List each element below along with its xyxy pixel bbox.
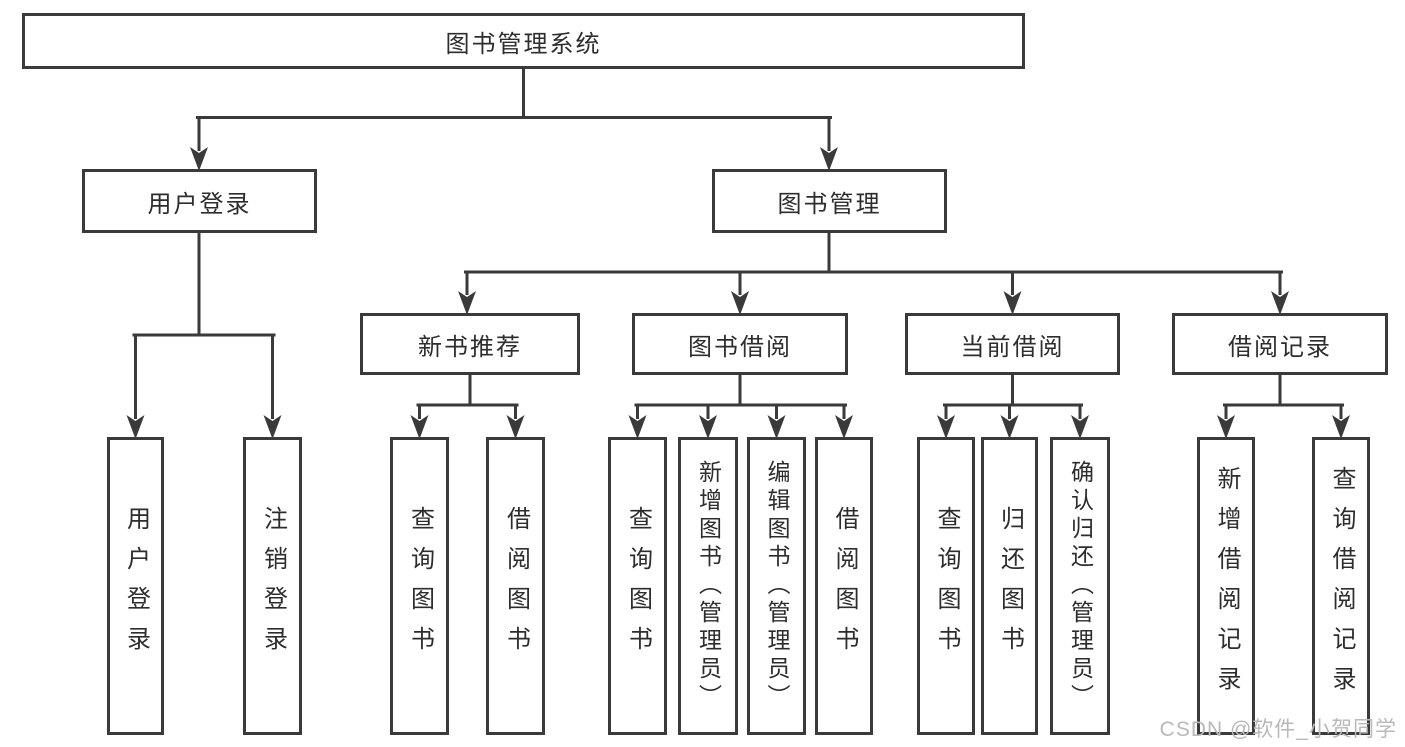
leaf-label: 新增图书（管理员）: [695, 460, 722, 712]
leaf-edit-books-admin: 编辑图书（管理员）: [747, 437, 806, 735]
leaf-label: 借阅图书: [502, 506, 530, 666]
node-user-login: 用户登录: [82, 169, 317, 233]
leaf-label: 编辑图书（管理员）: [764, 460, 790, 712]
node-book-management: 图书管理: [712, 169, 947, 233]
leaf-label: 归还图书: [996, 506, 1024, 666]
leaf-query-books-recommend: 查询图书: [390, 437, 449, 735]
leaf-label: 查询图书: [406, 506, 434, 666]
leaf-query-books-borrow: 查询图书: [608, 437, 667, 735]
leaf-confirm-return-admin: 确认归还（管理员）: [1050, 437, 1110, 735]
node-label: 图书管理系统: [445, 30, 602, 58]
node-label: 用户登录: [147, 190, 252, 218]
node-label: 当前借阅: [960, 333, 1065, 361]
leaf-label: 查询借阅记录: [1328, 466, 1355, 706]
leaf-add-borrow-record: 新增借阅记录: [1197, 437, 1255, 735]
leaf-add-books-admin: 新增图书（管理员）: [678, 437, 738, 735]
leaf-label: 注销登录: [259, 506, 287, 666]
leaf-label: 借阅图书: [831, 506, 858, 666]
node-label: 新书推荐: [418, 333, 522, 361]
node-new-book-recommendation: 新书推荐: [360, 313, 580, 375]
leaf-borrow-books-borrow: 借阅图书: [815, 437, 873, 735]
leaf-return-books: 归还图书: [981, 437, 1038, 735]
leaf-user-login: 用户登录: [107, 437, 164, 735]
node-label: 图书管理: [777, 190, 882, 218]
node-label: 图书借阅: [688, 333, 792, 361]
node-current-borrowing: 当前借阅: [905, 313, 1120, 375]
node-borrowing-records: 借阅记录: [1172, 313, 1388, 375]
leaf-borrow-books-recommend: 借阅图书: [486, 437, 545, 735]
node-book-borrowing: 图书借阅: [632, 313, 848, 375]
leaf-label: 确认归还（管理员）: [1067, 460, 1094, 712]
leaf-query-borrow-record: 查询借阅记录: [1312, 437, 1370, 735]
csdn-watermark: CSDN @软件_小贺同学: [1159, 718, 1397, 741]
leaf-label: 用户登录: [122, 506, 150, 666]
leaf-logout: 注销登录: [243, 437, 302, 735]
leaf-label: 新增借阅记录: [1213, 466, 1240, 706]
node-library-management-system: 图书管理系统: [22, 13, 1025, 69]
leaf-label: 查询图书: [624, 506, 652, 666]
node-label: 借阅记录: [1228, 333, 1332, 361]
leaf-label: 查询图书: [933, 506, 960, 666]
leaf-query-books-current: 查询图书: [917, 437, 975, 735]
